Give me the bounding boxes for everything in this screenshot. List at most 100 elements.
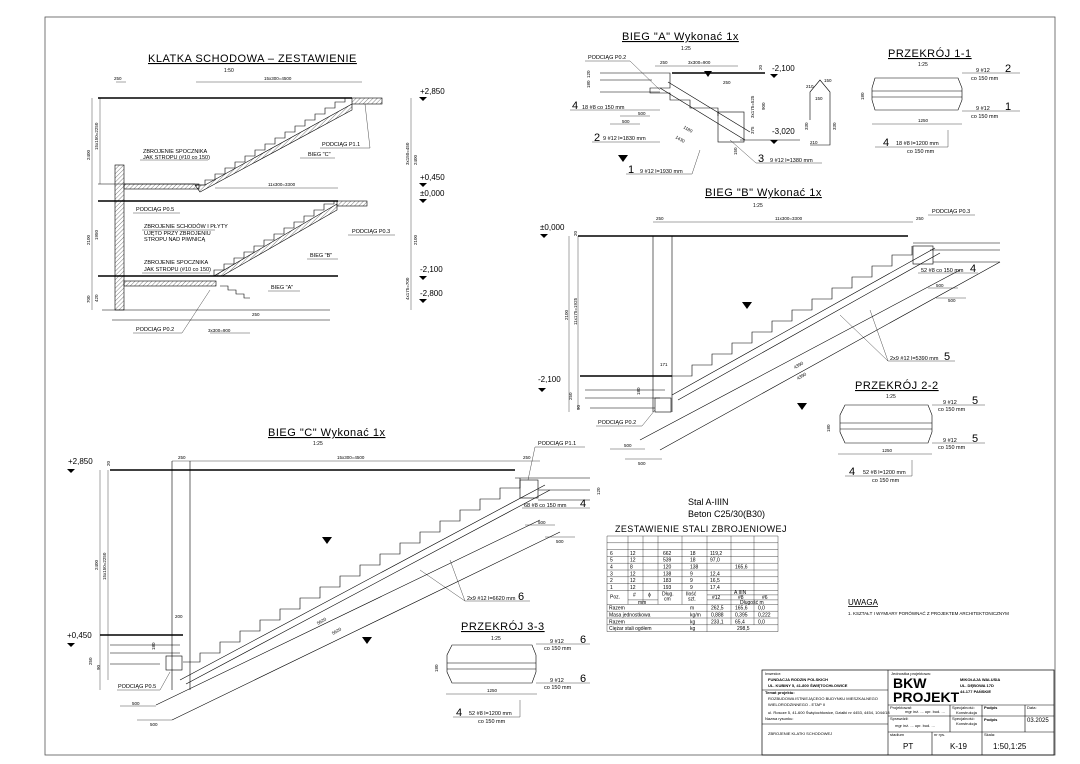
bieg-b-title: BIEG "B" Wykonać 1x	[705, 187, 822, 199]
dim-label: 4390	[793, 360, 805, 370]
svg-text:BIEG "B": BIEG "B"	[310, 253, 332, 259]
designer-label: Projektował:	[890, 705, 912, 710]
svg-text:PODCIĄG P0.3: PODCIĄG P0.3	[352, 229, 390, 235]
dim-label: 375	[750, 126, 755, 134]
svg-text:BIEG "A": BIEG "A"	[271, 285, 293, 291]
svg-text:5: 5	[972, 395, 978, 407]
investor-address: UL. KUBINY 5, 41-800 ŚWIĘTOCHŁOWICE	[768, 683, 848, 688]
svg-text:52 #8 l=1200 mm: 52 #8 l=1200 mm	[469, 711, 512, 717]
dim-label: 2400	[413, 154, 418, 165]
svg-text:330: 330	[804, 122, 809, 130]
bar-callout: 500	[620, 111, 650, 117]
office-label: Jednostka projektowa:	[891, 671, 931, 676]
checker: mgr inż. ... upr. bud. ...	[895, 723, 935, 728]
table-summary-d8: 165,6	[735, 606, 748, 612]
svg-text:500: 500	[556, 539, 564, 544]
bieg-c-title: BIEG "C" Wykonać 1x	[268, 427, 385, 439]
svg-text:210: 210	[810, 140, 818, 145]
table-total-value: 298,5	[737, 626, 750, 632]
svg-text:PODCIĄG P0.5: PODCIĄG P0.5	[136, 207, 174, 213]
section-mark	[704, 71, 712, 77]
dim-label: 15x300=4500	[264, 76, 292, 81]
dim-500: 500	[625, 458, 662, 466]
overview-title: KLATKA SCHODOWA – ZESTAWIENIE	[148, 53, 357, 65]
table-summary-d8: 65,4	[735, 619, 745, 625]
section-title: PRZEKRÓJ 2-2	[855, 379, 939, 392]
slab-soffit	[155, 519, 541, 706]
number-value: K-19	[950, 742, 967, 751]
table-cell-qty: 18	[690, 551, 696, 557]
section-title: PRZEKRÓJ 3-3	[461, 620, 545, 633]
table-cell-d12: 17,4	[710, 585, 720, 591]
stage-label: stadium	[890, 732, 905, 737]
table-header-pos: Poz.	[610, 594, 620, 600]
notes-title: UWAGA	[848, 598, 879, 607]
podciag-label: PODCIĄG P0.2	[588, 55, 626, 61]
date-value: 03.2025	[1027, 718, 1049, 724]
table-summary-unit: m	[690, 606, 694, 612]
dim-label: 2100	[86, 234, 91, 245]
svg-text:PODCIĄG P0.2: PODCIĄG P0.2	[136, 327, 174, 333]
dim-label: 250	[916, 216, 924, 221]
level-marker: +0,450	[419, 173, 445, 187]
bieg-b-scale: 1:25	[753, 203, 763, 209]
table-cell-length: 183	[663, 578, 672, 584]
slab-soffit	[659, 87, 746, 141]
date-label: Data:	[1027, 705, 1037, 710]
landing-slab	[351, 97, 383, 105]
table-cell-pos: 5	[610, 558, 613, 564]
slab-soffit	[639, 269, 961, 441]
table-cell-pos: 3	[610, 571, 613, 577]
drawing-label: Nazwa rysunku:	[765, 716, 793, 721]
svg-text:co 150 mm: co 150 mm	[872, 478, 900, 484]
dim-label: 1250	[487, 688, 498, 693]
slab-soffit	[671, 247, 936, 396]
level-marker: -2,100	[419, 265, 443, 280]
table-cell-pos: 6	[610, 551, 613, 557]
dim-label: 180	[636, 387, 641, 395]
section-mark	[362, 637, 372, 644]
dim-label: 15x300=4500	[337, 455, 365, 460]
dim-label: 15x150=2250	[102, 552, 107, 580]
dim-label: 11x300=3300	[268, 182, 296, 187]
table-cell-dia: 12	[630, 551, 636, 557]
section-scale: 1:25	[491, 636, 501, 642]
specialty-label: Specjalność:	[952, 705, 975, 710]
section-outline	[446, 644, 537, 684]
dim-label: 250	[523, 455, 531, 460]
dim-label: 250	[656, 216, 664, 221]
dim-label: 180	[434, 664, 439, 672]
level-marker: -2,100	[770, 64, 795, 78]
stage-value: PT	[903, 742, 913, 751]
beam-section	[519, 479, 539, 499]
svg-text:PODCIĄG P0.5: PODCIĄG P0.5	[118, 684, 156, 690]
dim-label: 250	[88, 657, 93, 665]
table-total-unit: kg	[690, 626, 696, 632]
dim-label: 4x175=700	[405, 277, 410, 300]
flight-a-profile	[649, 72, 719, 116]
dim-label: 5620	[331, 626, 343, 636]
table-cell-dia: 12	[630, 571, 636, 577]
table-cell-qty: 18	[690, 558, 696, 564]
svg-text:500: 500	[150, 722, 158, 727]
dim-label: 250	[660, 60, 668, 65]
dim-label: 120	[586, 70, 591, 78]
dim-label: 1430	[675, 135, 687, 145]
table-header-d6: #6	[762, 595, 768, 601]
svg-text:co 150 mm: co 150 mm	[478, 719, 506, 725]
callout-podciag-p11: PODCIĄG P1.1	[320, 103, 371, 149]
svg-text:9 #12: 9 #12	[943, 438, 957, 444]
landing-slab	[123, 280, 217, 287]
